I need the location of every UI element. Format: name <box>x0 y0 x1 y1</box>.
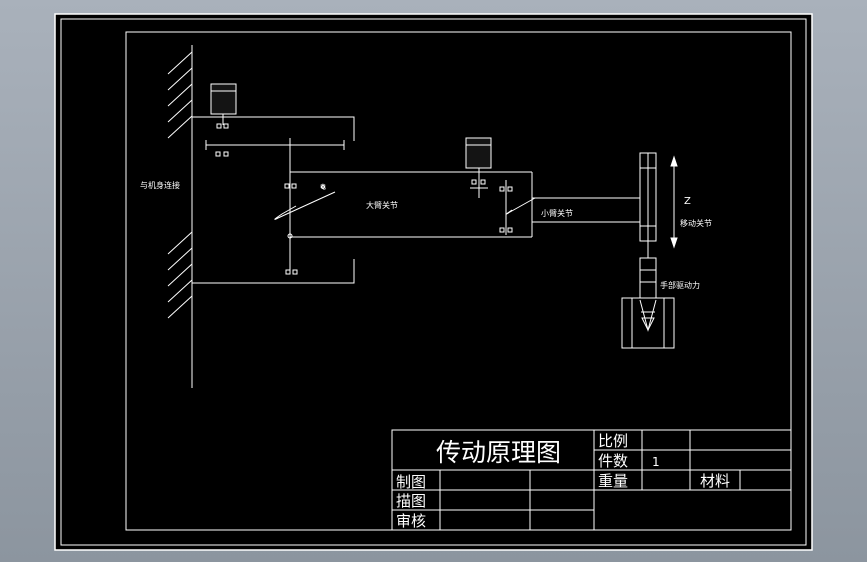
base-bracket <box>192 116 355 284</box>
title-block-count: 件数 <box>598 452 628 470</box>
title-block-scale: 比例 <box>598 432 628 450</box>
label-motor-tag: 电 <box>320 183 326 191</box>
label-z: Z <box>684 196 691 207</box>
title-block-traced: 描图 <box>396 492 426 510</box>
title-block-drawn: 制图 <box>396 473 426 491</box>
big-arm-gear <box>274 191 336 220</box>
title-block <box>391 429 792 531</box>
gripper-body <box>621 297 675 349</box>
motor-1 <box>210 83 237 115</box>
title-block-count-value: 1 <box>652 455 660 469</box>
wall-hatching-top <box>167 51 193 139</box>
label-hand: 手部驱动力 <box>660 280 700 290</box>
small-arm-gear <box>506 197 536 215</box>
title-block-material: 材料 <box>700 472 730 490</box>
outer-frame <box>60 18 807 546</box>
label-big-arm: 大臂关节 <box>366 200 398 210</box>
label-base: 与机身连接 <box>140 180 180 190</box>
drawing-area <box>54 13 813 551</box>
wall-hatching-bottom <box>167 231 193 319</box>
label-move-joint: 移动关节 <box>680 218 712 228</box>
title-block-title: 传动原理图 <box>436 438 561 467</box>
motor-2 <box>465 137 492 169</box>
label-small-arm: 小臂关节 <box>541 208 573 218</box>
mechanism-diagram <box>167 45 678 388</box>
title-block-weight: 重量 <box>598 472 628 490</box>
title-block-checked: 审核 <box>396 512 426 530</box>
